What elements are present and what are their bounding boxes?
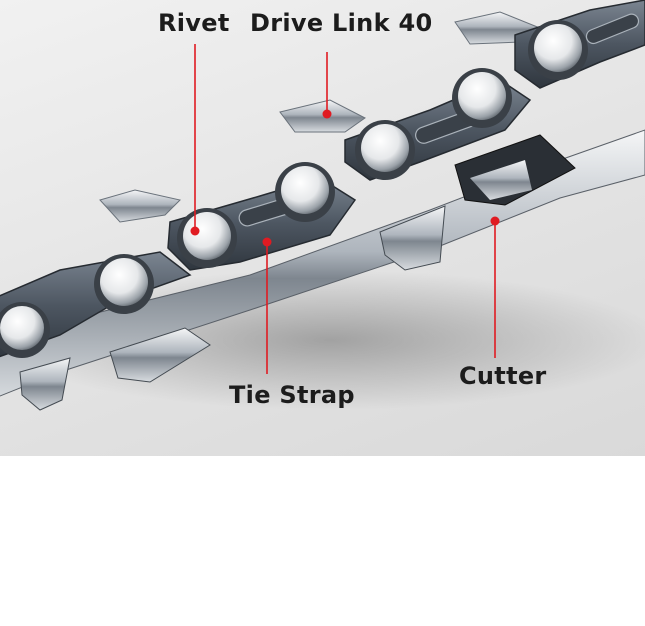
rivets [0,20,588,358]
callout-markers [190,44,500,374]
chain-illustration [0,0,645,411]
rivet-marker [190,226,200,236]
cutter-label: Cutter [459,362,547,390]
drive-link-label: Drive Link 40 [250,9,433,37]
cutter-marker [490,216,500,226]
drive-link-marker [322,109,332,119]
rivet-label: Rivet [158,9,230,37]
diagram-canvas: Rivet Drive Link 40 Tie Strap Cutter [0,0,645,456]
tie-strap-marker [262,237,272,247]
empty-bottom-area [0,456,645,626]
tie-strap-label: Tie Strap [229,381,355,409]
cutter-teeth [19,134,576,411]
